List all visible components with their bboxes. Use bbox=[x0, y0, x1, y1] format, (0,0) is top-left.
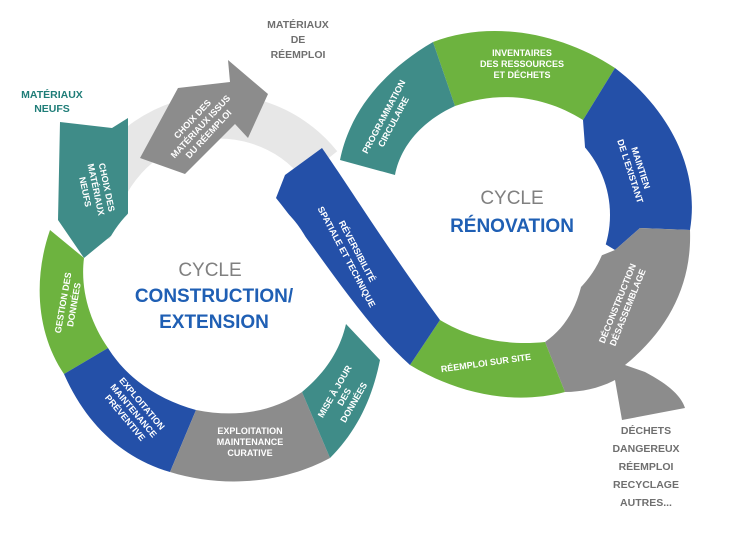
svg-text:AUTRES...: AUTRES... bbox=[620, 497, 672, 509]
svg-text:CURATIVE: CURATIVE bbox=[227, 448, 272, 458]
segment-mise-a-jour bbox=[302, 324, 380, 458]
svg-text:ET DÉCHETS: ET DÉCHETS bbox=[493, 70, 550, 80]
svg-text:DÉCHETS: DÉCHETS bbox=[621, 424, 671, 437]
right-cycle-center bbox=[402, 111, 610, 319]
segment-reversibilite bbox=[276, 148, 440, 365]
left-cycle-title-line1: CYCLE bbox=[178, 260, 241, 281]
label-materiaux-reemploi: MATÉRIAUX DE RÉEMPLOI bbox=[267, 18, 329, 61]
segment-inventaires bbox=[433, 30, 615, 120]
segment-gestion bbox=[39, 230, 108, 374]
svg-text:NEUFS: NEUFS bbox=[34, 103, 70, 115]
label-outputs: DÉCHETS DANGEREUX RÉEMPLOI RECYCLAGE AUT… bbox=[612, 424, 679, 509]
segment-exploitation-curative bbox=[170, 392, 330, 482]
svg-text:DANGEREUX: DANGEREUX bbox=[612, 443, 679, 455]
text-inventaires: INVENTAIRES DES RESSOURCES ET DÉCHETS bbox=[480, 48, 564, 80]
segment-reemploi-site bbox=[410, 320, 565, 398]
svg-text:INVENTAIRES: INVENTAIRES bbox=[492, 48, 552, 58]
svg-text:MATÉRIAUX: MATÉRIAUX bbox=[21, 88, 83, 101]
segment-exploitation-preventive bbox=[64, 348, 196, 472]
svg-text:RÉEMPLOI: RÉEMPLOI bbox=[619, 460, 674, 473]
segment-deconstruction bbox=[545, 228, 691, 420]
svg-text:RECYCLAGE: RECYCLAGE bbox=[613, 479, 679, 491]
svg-text:EXPLOITATION: EXPLOITATION bbox=[217, 426, 282, 436]
left-cycle-center bbox=[96, 180, 320, 404]
svg-text:MAINTENANCE: MAINTENANCE bbox=[217, 437, 284, 447]
right-cycle-title-line1: CYCLE bbox=[480, 188, 543, 209]
segment-choix-reemploi bbox=[140, 60, 268, 174]
svg-text:RÉEMPLOI: RÉEMPLOI bbox=[271, 48, 326, 61]
segment-programmation bbox=[340, 42, 455, 175]
right-cycle-title-line2: RÉNOVATION bbox=[450, 215, 574, 237]
segment-choix-neufs bbox=[58, 118, 128, 258]
left-cycle-title-line3: EXTENSION bbox=[159, 312, 269, 333]
text-exploitation-curative: EXPLOITATION MAINTENANCE CURATIVE bbox=[217, 426, 284, 458]
left-cycle-title-line2: CONSTRUCTION/ bbox=[135, 286, 294, 307]
segment-maintien bbox=[582, 68, 692, 250]
svg-text:DE: DE bbox=[291, 34, 306, 46]
svg-text:MATÉRIAUX: MATÉRIAUX bbox=[267, 18, 329, 31]
svg-text:DES RESSOURCES: DES RESSOURCES bbox=[480, 59, 564, 69]
label-materiaux-neufs: MATÉRIAUX NEUFS bbox=[21, 88, 83, 115]
